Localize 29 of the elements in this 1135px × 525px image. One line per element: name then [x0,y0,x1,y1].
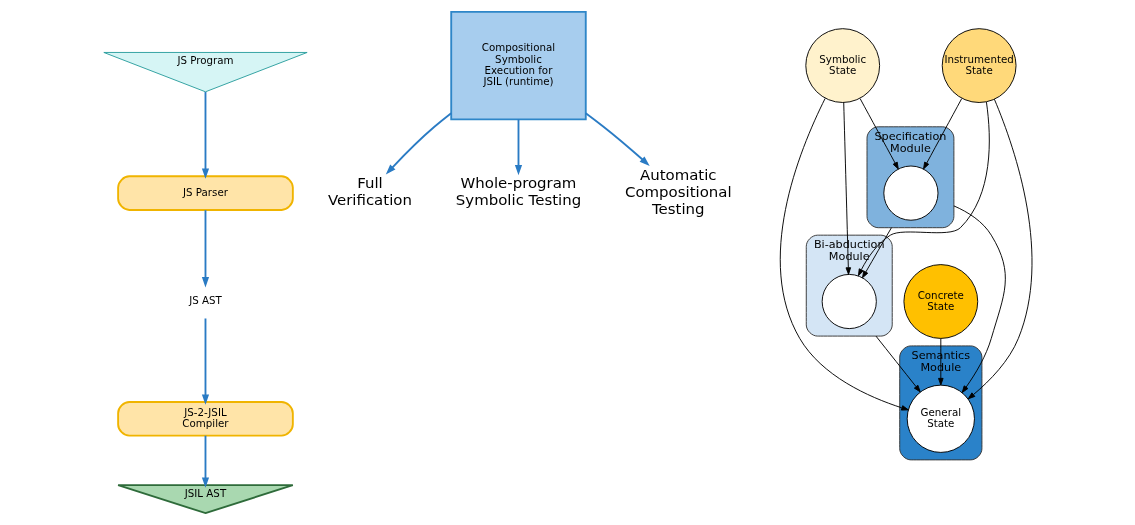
arrow [937,338,944,386]
node-circle [821,273,877,330]
node-text: Whole-program Symbolic Testing [455,174,581,210]
arrow [385,112,452,175]
node-box: JS Parser [116,175,294,211]
arrow [201,209,209,288]
arrow [859,98,899,170]
arrow [779,97,909,411]
arrow [584,112,650,166]
arrow [201,434,209,488]
node-text: JS AST [188,294,222,307]
node-circle: Instrumented State [941,28,1016,103]
node-text: Full Verification [327,174,412,210]
arrow [201,317,209,405]
node-text: Automatic Compositional Testing [624,165,732,218]
node-circle: Symbolic State [804,28,880,103]
arrow [861,227,892,279]
node-circle: Concrete State [902,264,978,339]
arrow [967,98,1032,400]
node-box: JS-2-JSIL Compiler [116,401,294,437]
arrow [952,205,1006,393]
arrow [201,91,209,179]
arrow [922,98,962,170]
node-circle [882,165,938,221]
node-box: Compositional Symbolic Execution for JSIL (runtime) [449,10,587,121]
arrow [874,335,921,393]
arrow [842,102,851,275]
arrow [857,101,990,277]
arrow [514,118,522,176]
